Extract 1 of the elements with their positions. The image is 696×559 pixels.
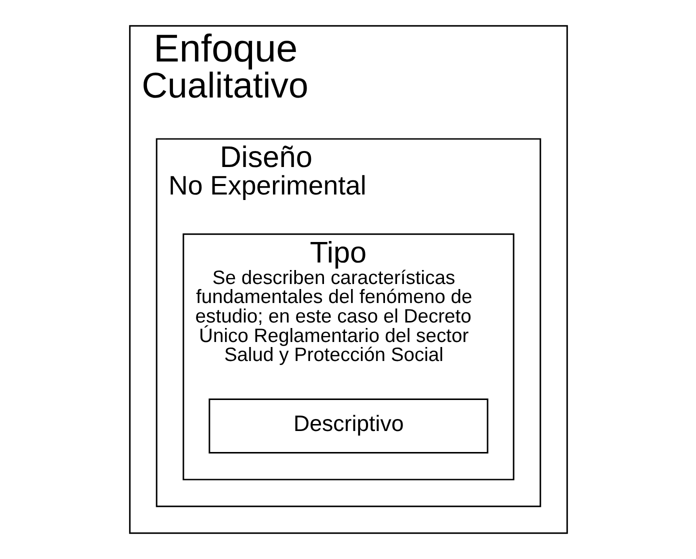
node-box: Descriptivo	[208, 398, 488, 454]
